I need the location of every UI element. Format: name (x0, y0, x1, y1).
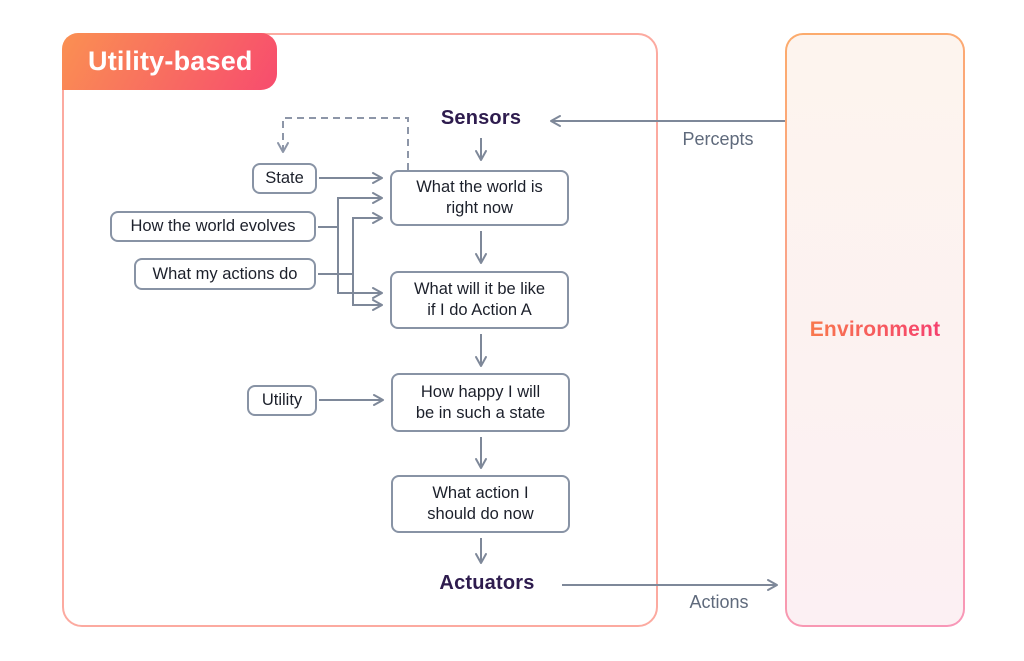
world-right-now-node: What the world is right now (390, 170, 569, 226)
how-happy-line2: be in such a state (415, 403, 546, 422)
how-world-evolves-node: How the world evolves (110, 211, 316, 242)
state-node-label: State (265, 169, 304, 187)
world-right-now-line2: right now (446, 199, 513, 217)
what-my-actions-do-label: What my actions do (152, 264, 298, 283)
state-node: State (252, 163, 317, 194)
environment-label: Environment (809, 318, 941, 341)
agent-container (62, 33, 658, 627)
percepts-label: Percepts (682, 129, 754, 149)
world-if-action-line2: if I do Action A (427, 301, 532, 319)
utility-node-label: Utility (261, 391, 303, 409)
world-if-action-line1: What will it be like (413, 280, 546, 298)
what-action-node: What action I should do now (391, 475, 570, 533)
how-happy-node: How happy I will be in such a state (391, 373, 570, 432)
sensors-label: Sensors (440, 107, 522, 129)
how-world-evolves-label: How the world evolves (130, 217, 296, 235)
title-badge-label: Utility-based (88, 46, 253, 76)
environment-box: Environment (785, 33, 965, 627)
what-action-line1: What action I (432, 484, 529, 502)
utility-node: Utility (247, 385, 317, 416)
title-badge: Utility-based (62, 33, 277, 90)
how-happy-line1: How happy I will (420, 382, 541, 401)
world-if-action-node: What will it be like if I do Action A (390, 271, 569, 329)
world-right-now-line1: What the world is (416, 178, 543, 196)
what-action-line2: should do now (427, 505, 534, 523)
actuators-label: Actuators (439, 572, 535, 594)
actions-label: Actions (689, 592, 749, 612)
environment-box-fill: Environment (787, 35, 963, 625)
what-my-actions-do-node: What my actions do (134, 258, 316, 290)
